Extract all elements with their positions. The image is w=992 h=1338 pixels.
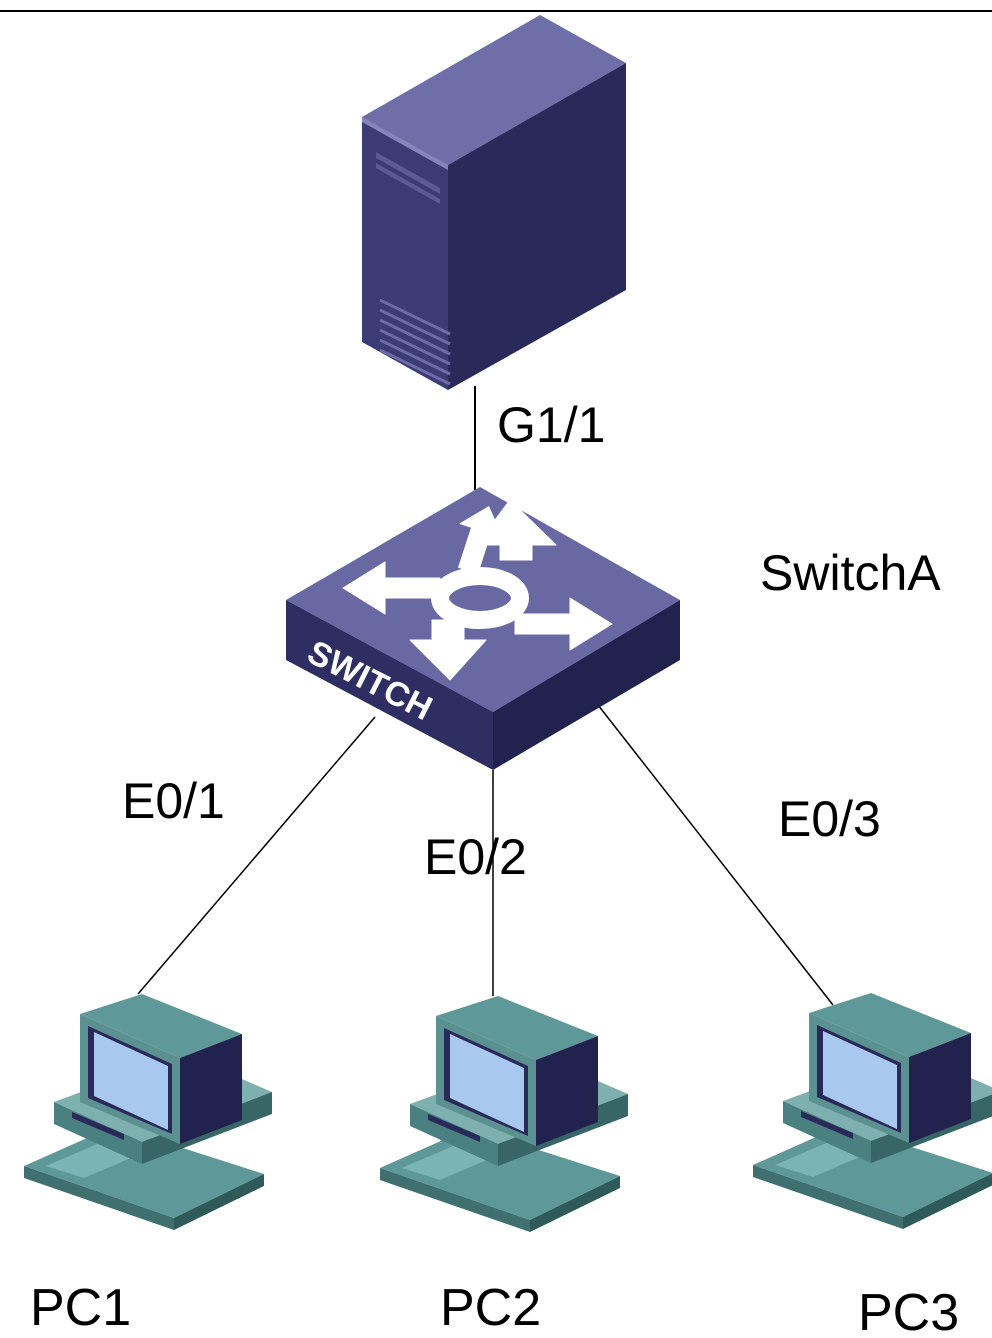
host-label-pc3: PC3 [858, 1284, 959, 1338]
link-switch-pc1 [137, 716, 376, 995]
switch-name-label: SwitchA [760, 545, 941, 601]
server-port-label: G1/1 [497, 397, 605, 453]
pc3-icon [753, 993, 992, 1229]
port-label-e01: E0/1 [122, 773, 225, 829]
port-label-e02: E0/2 [424, 829, 527, 885]
host-label-pc1: PC1 [30, 1279, 131, 1337]
port-label-e03: E0/3 [778, 791, 881, 847]
server-tower-icon [362, 15, 626, 390]
pc2-icon [380, 996, 628, 1232]
host-label-pc2: PC2 [440, 1279, 541, 1337]
pc1-icon [24, 994, 272, 1230]
network-switch-icon: SWITCH [286, 487, 680, 770]
link-switch-pc3 [597, 704, 834, 1006]
